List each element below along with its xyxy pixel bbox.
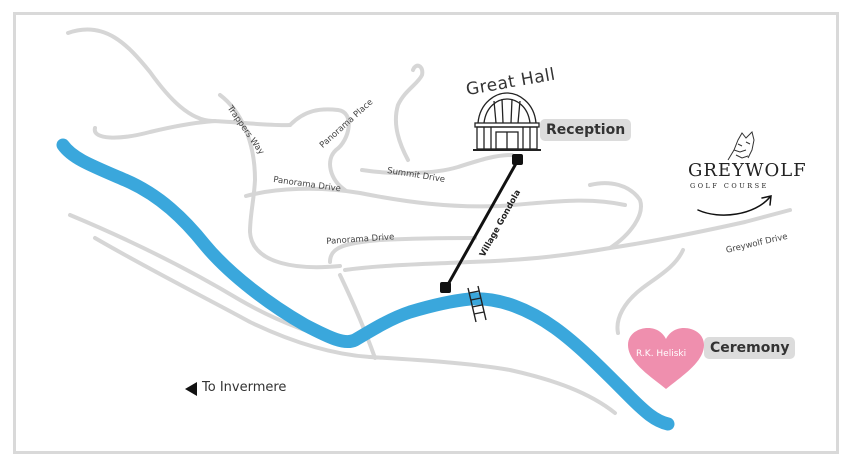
road-trappers-way: [218, 93, 342, 270]
greywolf-subtitle: GOLF COURSE: [690, 182, 769, 190]
wolf-icon: [727, 131, 755, 161]
road-panorama-drive-upper: [244, 186, 627, 209]
reception-badge: Reception: [540, 119, 632, 141]
village-gondola: [440, 154, 523, 293]
road-west-branch: [92, 119, 217, 140]
ceremony-badge: Ceremony: [704, 337, 796, 359]
road-panorama-place: [288, 107, 351, 192]
heart-icon: [628, 328, 704, 389]
bridge-icon: [467, 285, 487, 323]
road-central-connector: [343, 208, 792, 272]
gondola-top-station-icon: [512, 154, 523, 165]
triangle-left-icon: [185, 382, 197, 396]
greywolf-name: GREYWOLF: [688, 160, 807, 181]
greywolf-arrow-icon: [697, 195, 772, 216]
road-south-spur: [338, 273, 377, 360]
to-invermere-label: To Invermere: [202, 380, 287, 395]
road-west-diagonal-lower: [93, 236, 372, 359]
road-panorama-drive-lower: [328, 236, 477, 264]
road-summit-area: [393, 63, 425, 162]
building-icon: [473, 92, 541, 151]
gondola-base-station-icon: [440, 282, 451, 293]
river: [56, 138, 675, 431]
heliski-label: R.K. Heliski: [636, 349, 687, 359]
road-south: [368, 355, 617, 415]
road-greywolf-drive: [615, 248, 685, 335]
roads: [66, 27, 792, 415]
road-greywolf-loop: [588, 181, 643, 250]
road-north-loop: [66, 27, 292, 128]
road-summit-drive: [360, 153, 514, 176]
